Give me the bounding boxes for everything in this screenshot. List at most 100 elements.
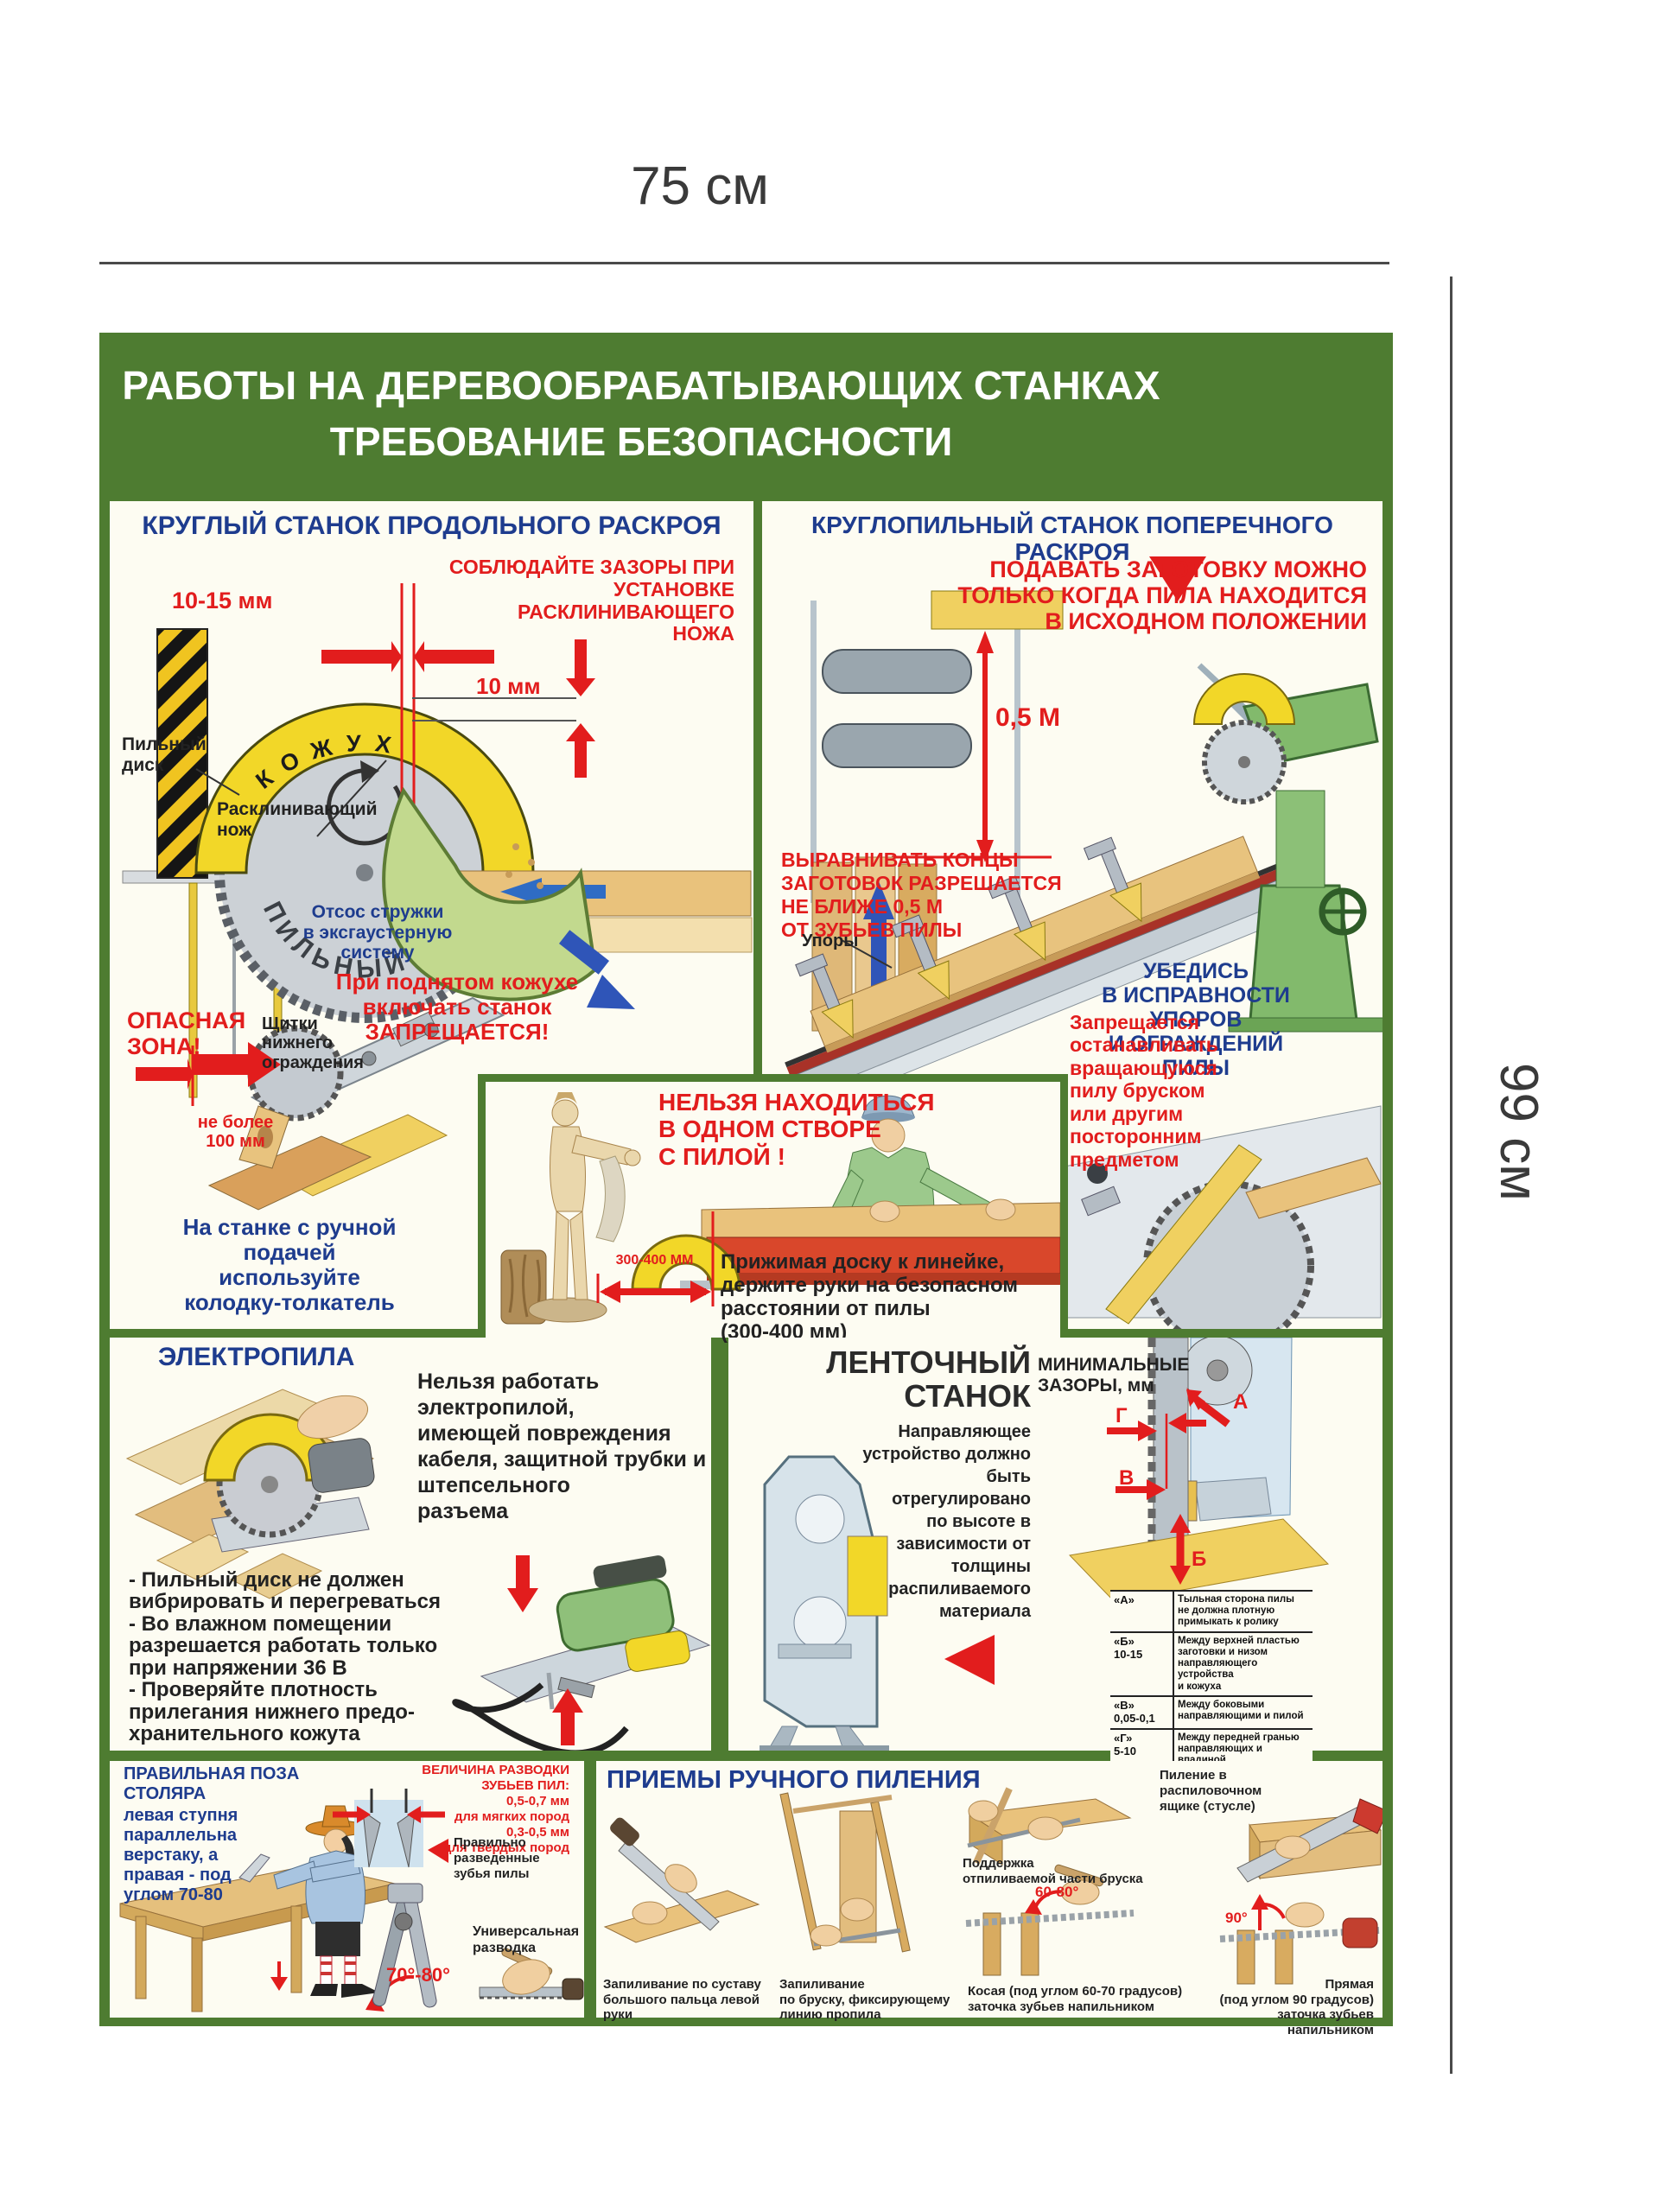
danger-arrow-icon: [192, 1042, 281, 1087]
stop-clamp-icon: [987, 875, 1046, 962]
stop-clamp-icon: [795, 953, 854, 1039]
electric-saw-illustration: [125, 1389, 711, 1751]
posture-illustration: [119, 1789, 584, 2012]
carpenter-icon: [273, 1805, 379, 1998]
raised-guard-warning: При поднятом кожухе включать станок ЗАПР…: [335, 969, 579, 1046]
hand-sawing-illustration: [603, 1787, 1382, 1985]
band-saw-illustration: [760, 1338, 1330, 1751]
posture-note: левая ступня параллельна верстаку, а пра…: [124, 1806, 238, 1904]
dim-300-400: 300-400 ММ: [615, 1253, 694, 1268]
wooden-stick-icon: [1105, 1144, 1262, 1325]
check-stops-note: УБЕДИСЬ В ИСПРАВНОСТИ УПОРОВ И ОГРАЖДЕНИ…: [1102, 959, 1290, 1080]
dim-05-m: 0,5 М: [995, 703, 1061, 732]
wood-block: [229, 1553, 323, 1599]
conveyor: [785, 836, 1319, 1115]
rip-saw-illustration: ПИЛЬНЫЙ ДИСК КОЖУХ: [110, 501, 753, 1211]
power-cable-icon: [452, 1682, 629, 1751]
safety-poster: РАБОТЫ НА ДЕРЕВООБРАБАТЫВАЮЩИХ СТАНКАХ Т…: [99, 333, 1393, 2037]
marker-a: А: [1233, 1390, 1249, 1414]
crosscut-machine-icon: [1192, 663, 1382, 1033]
rip-saw-gap-warning: СОБЛЮДАЙТЕ ЗАЗОРЫ ПРИ УСТАНОВКЕ РАСКЛИНИ…: [448, 556, 734, 645]
hand-with-saw-icon: [479, 1948, 584, 2000]
height-dimension-line: [1450, 276, 1452, 2074]
marker-v: В: [1119, 1466, 1135, 1490]
poster-title-line1: РАБОТЫ НА ДЕРЕВООБРАБАТЫВАЮЩИХ СТАНКАХ: [122, 363, 1160, 408]
align-warning: ВЫРАВНИВАТЬ КОНЦЫ ЗАГОТОВОК РАЗРЕШАЕТСЯ …: [781, 849, 1062, 942]
crosscut-heading: КРУГЛОПИЛЬНЫЙ СТАНОК ПОПЕРЕЧНОГО РАСКРОЯ: [811, 512, 1333, 566]
feed-warning: ПОДАВАТЬ ЗАГОТОВКУ МОЖНО ТОЛЬКО КОГДА ПИ…: [957, 556, 1367, 635]
board-on-table: [701, 1202, 1060, 1245]
statue-icon: [500, 1092, 641, 1325]
caption-thumb: Запиливание по суставу большого пальца л…: [603, 1977, 761, 2023]
red-pointer-icon: [944, 1635, 995, 1685]
gap-key: «А»: [1114, 1593, 1135, 1606]
blade-guard-icon: [194, 702, 535, 874]
clearance-diagram: [1068, 1338, 1330, 1603]
machine-door: [847, 1535, 888, 1617]
hand-sawing-heading: ПРИЕМЫ РУЧНОГО ПИЛЕНИЯ: [607, 1766, 981, 1794]
stop-beam: [931, 590, 1064, 630]
suction-arrow-icon: [587, 975, 635, 1009]
hand-icon: [869, 1200, 900, 1223]
caption-block: Запиливание по бруску, фиксирующему лини…: [779, 1977, 950, 2023]
panel-electric-saw: ЭЛЕКТРОПИЛА Нельзя работать электропилой…: [110, 1338, 711, 1751]
width-dimension-line: [99, 262, 1389, 264]
roller-icon: [822, 649, 972, 694]
riving-knife-label: Расклинивающий нож: [217, 799, 378, 840]
angle-90: 90°: [1225, 1910, 1248, 1926]
suction-note: Отсос стружки в эксгаустерную систему: [302, 902, 453, 963]
min-gaps-table: «А» Тыльная сторона пилы не должна плотн…: [1110, 1590, 1313, 1783]
caption-oblique: Косая (под углом 60-70 градусов) заточка…: [968, 1984, 1183, 2014]
table-row: «Б» 10-15 Между верхней пластью заготовк…: [1110, 1630, 1313, 1695]
bow-saw-icon: [779, 1792, 911, 1953]
universal-tool-label: Универсальная разводка: [473, 1924, 580, 1956]
no-braking-illustration: [1064, 1105, 1382, 1329]
safe-distance-note: Прижимая доску к линейке, держите руки н…: [721, 1250, 1019, 1344]
panel-hand-sawing: ПРИЕМЫ РУЧНОГО ПИЛЕНИЯ Пиление в распило…: [596, 1761, 1382, 2037]
file-sharpening-icon: [965, 1864, 1135, 1976]
set-teeth-label: Правильно разведенные зубья пилы: [454, 1835, 540, 1881]
band-saw-heading: ЛЕНТОЧНЫЙ СТАНОК: [826, 1344, 1031, 1414]
pusher-note: На станке с ручной подачей используйте к…: [182, 1214, 397, 1316]
lower-guard-label: Щитки нижнего ограждения: [262, 1014, 364, 1072]
gap-desc: Между боковыми направляющими и пилой: [1173, 1696, 1313, 1728]
alignment-illustration: [500, 1092, 1060, 1325]
dim-10-mm: 10 мм: [476, 673, 541, 699]
saw-handle-icon: [1352, 1798, 1382, 1834]
height-dimension-label: 99 см: [1489, 1063, 1548, 1201]
attention-arrow-icon: [507, 1588, 538, 1612]
marker-g: Г: [1116, 1404, 1128, 1427]
dim-10-15-mm: 10-15 мм: [172, 588, 273, 613]
red-pointer-icon: [1149, 556, 1206, 601]
posture-heading: ПРАВИЛЬНАЯ ПОЗА СТОЛЯРА: [124, 1764, 300, 1803]
arrow-right-icon: [136, 1058, 193, 1090]
table-row: «А» Тыльная сторона пилы не должна плотн…: [1110, 1592, 1313, 1631]
no-braking-warning: Запрещается останавливать вращающуюся пи…: [1070, 1011, 1218, 1171]
red-pointer-icon: [428, 1839, 448, 1863]
guide-height-note: Направляющее устройство должно быть отре…: [862, 1422, 1031, 1621]
gap-key: «Г» 5-10: [1114, 1731, 1137, 1758]
cable-warning: Нельзя работать электропилой, имеющей по…: [417, 1370, 707, 1523]
small-saw-blade-icon: [247, 1025, 344, 1122]
table-row: «В» 0,05-0,1 Между боковыми направляющим…: [1110, 1694, 1313, 1728]
posture-angle: 70°-80°: [386, 1964, 450, 1986]
miter-box-label: Пиление в распиловочном ящике (стусле): [1160, 1768, 1262, 1814]
suction-chute-icon: [382, 786, 598, 1001]
alignment-warning: НЕЛЬЗЯ НАХОДИТЬСЯ В ОДНОМ СТВОРЕ С ПИЛОЙ…: [658, 1089, 935, 1170]
min-gaps-title: МИНИМАЛЬНЫЕ ЗАЗОРЫ, мм: [1038, 1355, 1190, 1395]
support-label: Поддержка отпиливаемой части бруска: [963, 1856, 1143, 1886]
rip-saw-heading: КРУГЛЫЙ СТАНОК ПРОДОЛЬНОГО РАСКРОЯ: [142, 512, 721, 540]
panel-posture: ПРАВИЛЬНАЯ ПОЗА СТОЛЯРА левая ступня пар…: [110, 1761, 584, 2018]
gap-desc: Между верхней пластью заготовки и низом …: [1173, 1632, 1313, 1695]
gap-desc: Тыльная сторона пилы не должна плотную п…: [1173, 1592, 1313, 1631]
saw-blade-label: Пильный диск: [122, 734, 207, 775]
crosscut-saw-illustration: [785, 556, 1382, 1329]
gap-key: «В» 0,05-0,1: [1114, 1698, 1155, 1725]
up-arrow-icon: [863, 881, 894, 919]
feed-direction-arrow-icon: [500, 878, 542, 906]
width-dimension-label: 75 см: [631, 156, 769, 216]
attention-arrow-icon: [552, 1688, 583, 1713]
danger-zone-label: ОПАСНАЯ ЗОНА!: [127, 1007, 246, 1060]
panel-band-saw: ЛЕНТОЧНЫЙ СТАНОК Направляющее устройство…: [728, 1338, 1382, 1783]
